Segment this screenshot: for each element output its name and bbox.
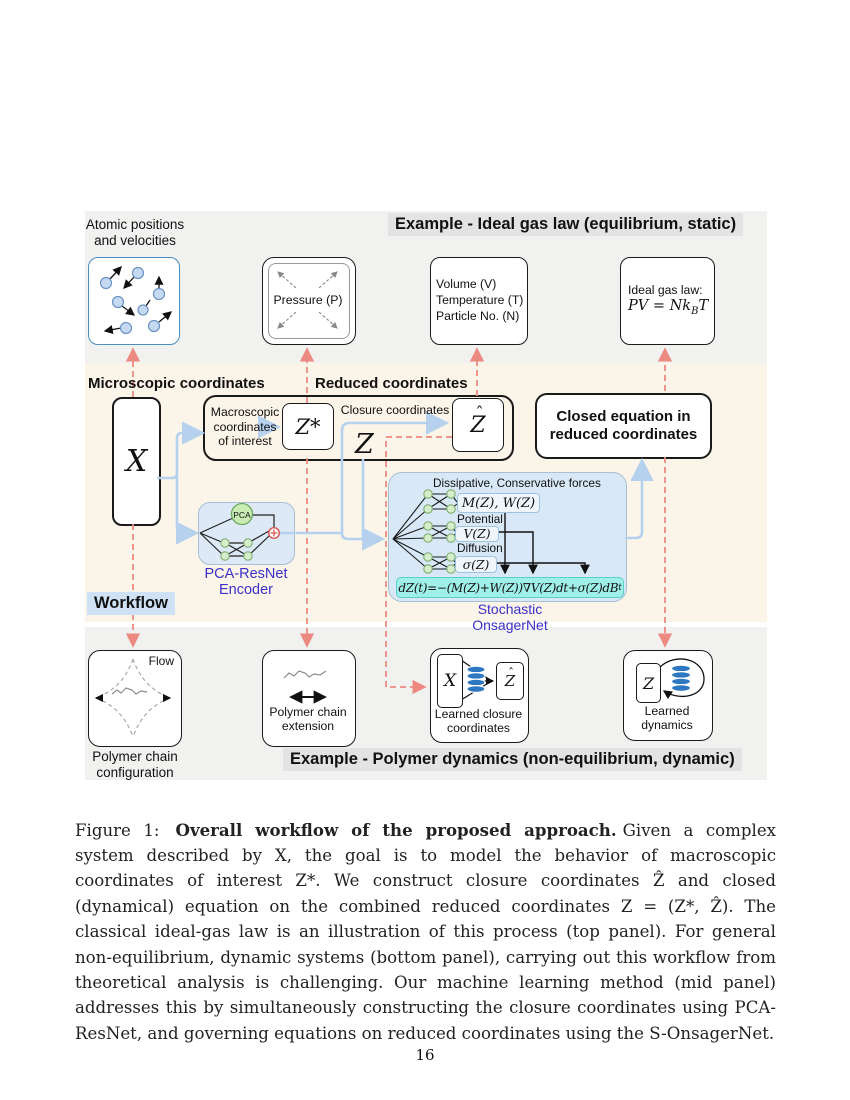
particle-no-label: Particle No. (N) <box>436 309 520 323</box>
pca-resnet-caption: PCA-ResNet Encoder <box>204 566 288 598</box>
workflow-label: Workflow <box>87 592 175 615</box>
polymer-configuration-label: Polymer chain configuration <box>92 749 178 780</box>
temperature-label: Temperature (T) <box>436 293 524 307</box>
forces-label: Dissipative, Conservative forces <box>433 476 601 490</box>
dynamics-z-box: Z <box>636 663 661 703</box>
ideal-gas-law-equation: PV = NkBT <box>628 298 709 317</box>
z-star-box: Z* <box>282 403 334 450</box>
diffusion-eq-box: σ(Z) <box>455 556 497 573</box>
atomic-positions-box <box>88 257 180 345</box>
figure-caption-body: Given a complex system described by X, t… <box>75 820 777 1043</box>
forces-eq-box: M(Z), W(Z) <box>457 493 540 513</box>
figure-caption: Figure 1: Overall workflow of the propose… <box>75 818 776 1047</box>
closure-coordinates-label: Closure coordinates <box>340 403 450 417</box>
atoms-label: Atomic positions and velocities <box>85 217 185 248</box>
learned-dynamics-label: Learned dynamics <box>641 703 693 732</box>
microscopic-coordinates-label: Microscopic coordinates <box>88 375 265 392</box>
diffusion-label: Diffusion <box>457 541 503 555</box>
bottom-panel-header: Example - Polymer dynamics (non-equilibr… <box>283 748 742 771</box>
combined-z-label: Z <box>355 429 374 460</box>
ideal-gas-law-title: Ideal gas law: <box>628 283 703 297</box>
closure-x-symbol: X <box>443 671 457 691</box>
closed-equation-box: Closed equation in reduced coordinates <box>535 393 712 459</box>
x-symbol: X <box>125 444 148 479</box>
reduced-coordinates-label: Reduced coordinates <box>315 375 468 392</box>
polymer-extension-label: Polymer chain extension <box>269 704 347 733</box>
closed-equation-label: Closed equation in reduced coordinates <box>549 408 698 443</box>
figure-caption-tag: Figure 1: <box>75 820 160 840</box>
potential-label: Potential <box>457 512 503 526</box>
z-star-symbol: Z* <box>295 414 321 439</box>
learned-closure-label: Learned closure coordinates <box>434 706 523 735</box>
pressure-label: Pressure (P) <box>273 293 343 307</box>
polymer-extension-box <box>262 650 356 747</box>
flow-label: Flow <box>148 654 174 668</box>
hat-accent: ˆ <box>475 403 484 424</box>
dynamics-z-symbol: Z <box>642 673 655 693</box>
potential-eq-box: V(Z) <box>455 526 499 542</box>
hat-accent: ˆ <box>508 665 514 680</box>
closure-x-box: X <box>437 654 463 708</box>
state-variables-box <box>430 257 528 345</box>
z-hat-symbol: Z <box>470 412 486 438</box>
ideal-gas-law-box <box>620 257 715 345</box>
state-variables-text: Volume (V) Temperature (T) Particle No. … <box>436 276 526 324</box>
closure-zhat-symbol: Z <box>504 672 516 690</box>
figure-caption-bold: Overall workflow of the proposed approac… <box>175 819 617 840</box>
volume-label: Volume (V) <box>436 277 497 291</box>
top-panel-header: Example - Ideal gas law (equilibrium, st… <box>388 213 744 236</box>
stochastic-onsagernet-caption: Stochastic OnsagerNet <box>472 601 548 633</box>
page-number: 16 <box>415 1046 435 1064</box>
pca-circle-label: PCA <box>233 509 251 520</box>
microscopic-state-box: X <box>112 397 161 526</box>
macroscopic-coordinates-text: Macroscopic coordinates of interest <box>210 405 280 449</box>
